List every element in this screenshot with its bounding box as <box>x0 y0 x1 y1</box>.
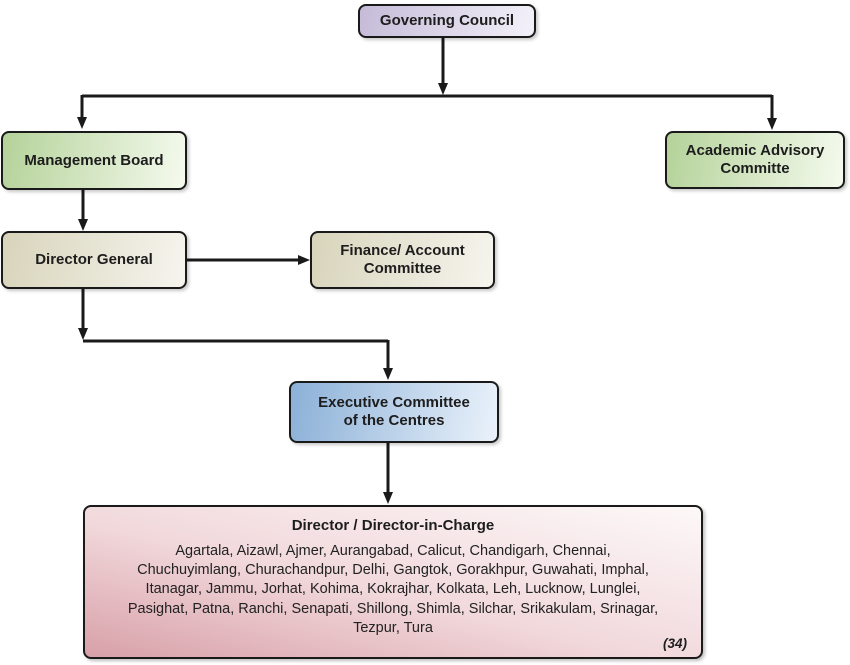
node-director-general: Director General <box>1 231 187 289</box>
director-in-charge-centres-list: Agartala, Aizawl, Ajmer, Aurangabad, Cal… <box>127 543 659 636</box>
node-executive-committee: Executive Committee of the Centres <box>289 381 499 443</box>
node-governing-council-label: Governing Council <box>379 12 515 29</box>
node-governing-council: Governing Council <box>358 4 536 38</box>
director-in-charge-heading: Director / Director-in-Charge <box>291 517 495 534</box>
node-director-general-label: Director General <box>35 251 153 268</box>
node-management-board-label: Management Board <box>24 151 164 169</box>
centres-count-badge: (34) <box>662 636 687 651</box>
node-executive-committee-label: Executive Committee of the Centres <box>318 394 470 429</box>
node-academic-advisory-committe-label: Academic Advisory Committe <box>685 142 825 177</box>
node-finance-account-committee: Finance/ Account Committee <box>310 231 495 289</box>
node-management-board: Management Board <box>1 131 187 190</box>
node-finance-account-committee-label: Finance/ Account Committee <box>340 242 465 277</box>
node-director-in-charge: Director / Director-in-Charge Agartala, … <box>83 505 703 659</box>
node-academic-advisory-committe: Academic Advisory Committe <box>665 131 845 189</box>
